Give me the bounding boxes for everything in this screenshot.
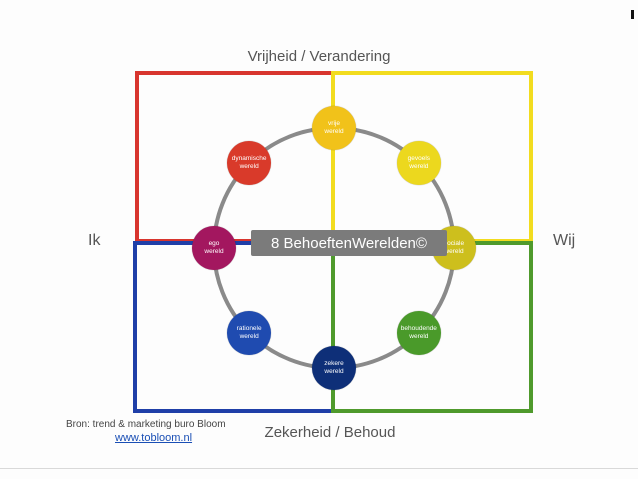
world-node-label-line1: sociale <box>443 240 465 247</box>
axis-label-top: Vrijheid / Verandering <box>247 48 391 65</box>
world-node-label-line1: dynamische <box>231 155 267 163</box>
world-node-label-line2: wereld <box>324 128 344 135</box>
axis-label-right: Wij <box>553 232 576 249</box>
world-node-label-line2: wereld <box>239 332 259 340</box>
center-title: 8 BehoeftenWerelden© <box>251 230 447 256</box>
world-node-label-line2: wereld <box>239 163 259 171</box>
world-node-label-line1: zekere <box>324 360 344 367</box>
world-node-label-line1: rationele <box>236 324 262 332</box>
world-node-label-line2: wereld <box>444 248 464 255</box>
world-node-label-line1: vrije <box>328 120 340 127</box>
axis-label-left: Ik <box>88 232 101 249</box>
scan-edge-mark <box>631 10 634 19</box>
page-bottom-edge <box>0 468 638 469</box>
axis-label-bottom: Zekerheid / Behoud <box>264 424 396 441</box>
world-node-label-line2: wereld <box>324 368 344 375</box>
world-node-label-line2: wereld <box>204 248 224 255</box>
world-node-label-line1: gevoels <box>407 155 431 163</box>
source-credit: Bron: trend & marketing buro Bloom <box>66 419 226 430</box>
world-node-label-line1: ego <box>208 240 220 247</box>
source-link[interactable]: www.tobloom.nl <box>115 432 193 444</box>
world-node-label-line2: wereld <box>409 163 429 171</box>
world-node-label-line1: behoudende <box>400 324 437 332</box>
world-node-label-line2: wereld <box>409 332 429 340</box>
